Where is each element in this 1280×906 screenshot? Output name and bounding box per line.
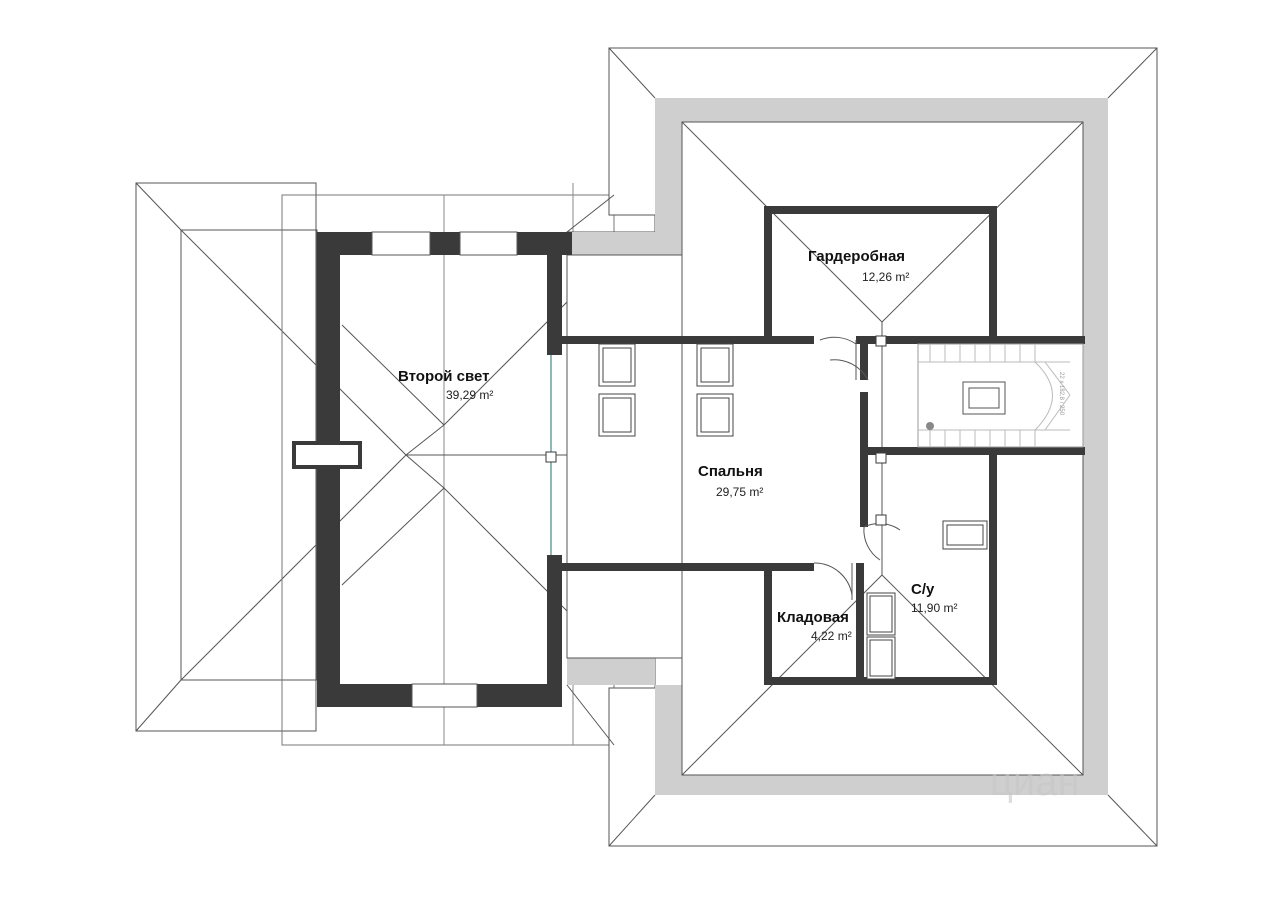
room-kladovaya: Кладовая 4,22 m² <box>777 609 852 643</box>
room-area: 12,26 m² <box>862 270 909 284</box>
stair-start-dot <box>926 422 934 430</box>
room-sanuzel: С/у 11,90 m² <box>911 581 957 615</box>
walls-right-block <box>562 206 1085 685</box>
room-name: Спальня <box>698 463 763 480</box>
room-spalnya: Спальня 29,75 m² <box>698 463 763 499</box>
skylights <box>598 343 988 680</box>
staircase <box>917 343 1084 448</box>
windows-left-block <box>292 231 518 708</box>
watermark: циан <box>990 760 1080 804</box>
door-posts <box>545 335 887 526</box>
left-roof <box>135 182 615 746</box>
room-area: 39,29 m² <box>446 388 493 402</box>
room-name: Гардеробная <box>808 248 905 265</box>
room-area: 29,75 m² <box>716 485 763 499</box>
walls-left-block <box>317 232 572 707</box>
room-garderobnaya: Гардеробная 12,26 m² <box>808 248 909 284</box>
room-vtoroy-svet: Второй свет 39,29 m² <box>398 368 493 402</box>
room-area: 11,90 m² <box>911 601 957 615</box>
room-name: Второй свет <box>398 368 490 385</box>
room-area: 4,22 m² <box>811 629 852 643</box>
room-name: Кладовая <box>777 609 849 626</box>
stair-note: 22 x 182,8 / 250 <box>1058 372 1064 416</box>
room-name: С/у <box>911 581 935 598</box>
